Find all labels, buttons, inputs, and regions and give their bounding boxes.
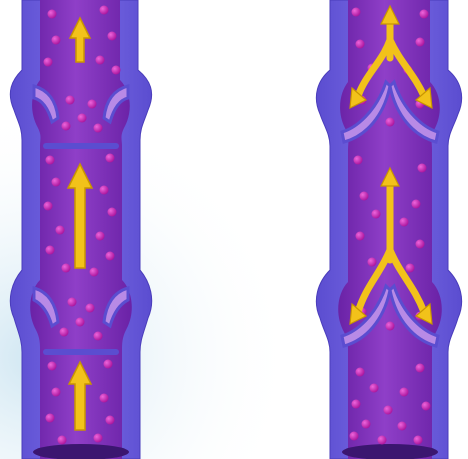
blood-cell	[400, 218, 409, 227]
blood-cell	[106, 154, 115, 163]
blood-cell	[370, 384, 379, 393]
blood-cell	[78, 114, 87, 123]
blood-cell	[368, 258, 377, 267]
blood-cell	[44, 202, 53, 211]
blood-cell	[100, 186, 109, 195]
blood-cell	[52, 36, 61, 45]
blood-cell	[356, 232, 365, 241]
blood-cell	[112, 66, 121, 75]
blood-cell	[386, 322, 395, 331]
blood-cell	[62, 264, 71, 273]
blood-cell	[356, 368, 365, 377]
blood-cell	[350, 432, 359, 441]
blood-cell	[46, 246, 55, 255]
blood-cell	[400, 388, 409, 397]
blood-cell	[104, 360, 113, 369]
blood-cell	[398, 422, 407, 431]
blood-cell	[416, 38, 425, 47]
blood-cell	[372, 210, 381, 219]
blood-cell	[416, 364, 425, 373]
blood-cell	[96, 56, 105, 65]
blood-cell	[96, 232, 105, 241]
blood-cell	[66, 96, 75, 105]
blood-cell	[108, 32, 117, 41]
blood-cell	[386, 118, 395, 127]
blood-cell	[44, 58, 53, 67]
blood-cell	[106, 252, 115, 261]
blood-cell	[94, 332, 103, 341]
blood-cell	[412, 200, 421, 209]
blood-cell	[384, 406, 393, 415]
blood-cell	[76, 318, 85, 327]
blood-cell	[68, 298, 77, 307]
blood-cell	[360, 192, 369, 201]
blood-cell	[362, 420, 371, 429]
blood-cell	[94, 434, 103, 443]
blood-cell	[378, 436, 387, 445]
blood-cell	[418, 164, 427, 173]
blood-cell	[58, 436, 67, 445]
blood-cell	[86, 304, 95, 313]
blood-cell	[352, 8, 361, 17]
blood-cell	[354, 156, 363, 165]
blood-cell	[100, 6, 109, 15]
blood-cell	[52, 388, 61, 397]
blood-cell	[52, 178, 61, 187]
blood-cell	[352, 400, 361, 409]
blood-cell	[62, 122, 71, 131]
blood-cell	[108, 208, 117, 217]
blood-cell	[414, 436, 423, 445]
blood-cell	[416, 240, 425, 249]
blood-cell	[88, 100, 97, 109]
blood-cell	[90, 268, 99, 277]
blood-cell	[48, 10, 57, 19]
blood-cell	[420, 10, 429, 19]
blood-cell	[94, 124, 103, 133]
blood-cell	[100, 394, 109, 403]
blood-cell	[46, 156, 55, 165]
blood-cell	[422, 402, 431, 411]
blood-cell	[56, 226, 65, 235]
blood-cell	[46, 414, 55, 423]
blood-cell	[48, 362, 57, 371]
blood-cell	[406, 264, 415, 273]
blood-cell	[356, 40, 365, 49]
blood-cell	[60, 328, 69, 337]
blood-cell	[106, 416, 115, 425]
